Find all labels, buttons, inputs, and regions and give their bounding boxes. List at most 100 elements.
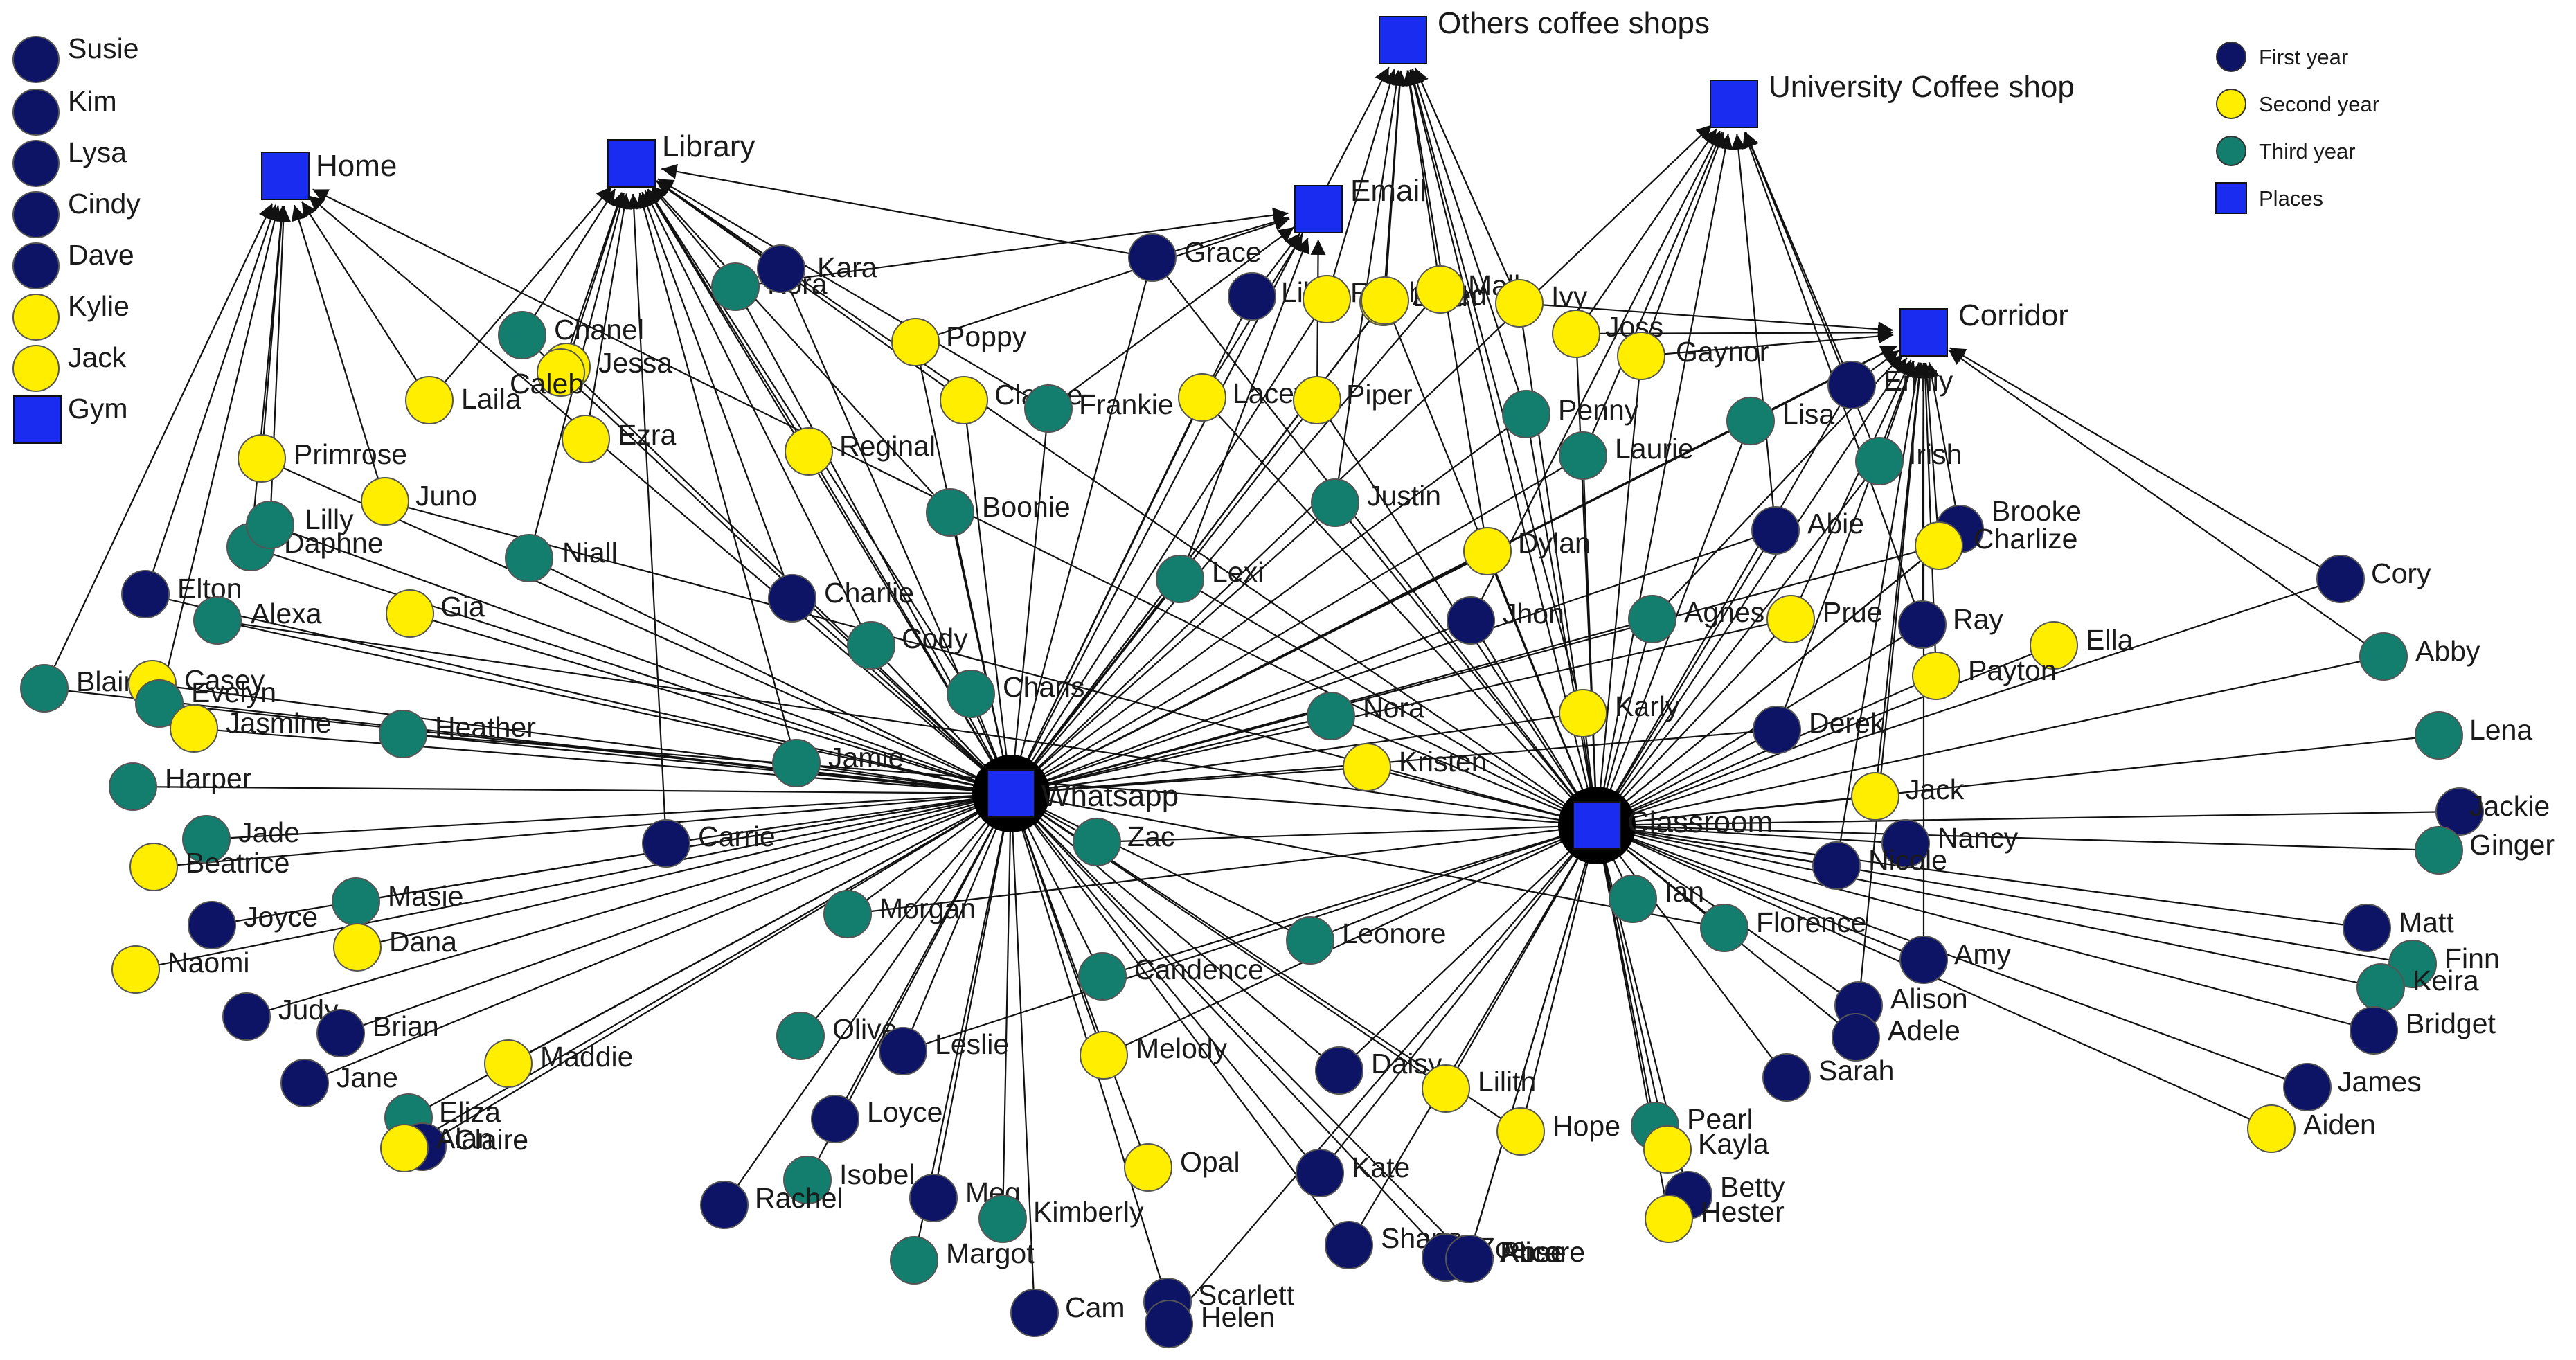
student-node[interactable]: Juno — [361, 477, 477, 526]
student-node[interactable]: Dylan — [1463, 527, 1591, 575]
student-node[interactable]: Aurore — [1445, 1235, 1585, 1283]
student-node[interactable]: Margot — [890, 1236, 1035, 1285]
student-node[interactable]: Opal — [1124, 1143, 1240, 1192]
student-node[interactable]: Abie — [1751, 506, 1864, 555]
place-node-classroom[interactable]: Classroom — [1558, 787, 1773, 864]
student-node[interactable]: Kimberly — [978, 1195, 1144, 1243]
student-node[interactable]: Caleb — [510, 348, 585, 400]
student-node[interactable]: Helen — [1145, 1300, 1275, 1348]
student-node[interactable]: Ivy — [1495, 279, 1588, 328]
student-node[interactable]: Agnes — [1628, 595, 1764, 643]
place-node-home[interactable]: Home — [261, 149, 397, 200]
student-node[interactable]: Evelyn — [135, 677, 276, 728]
student-node[interactable]: Aiden — [2247, 1104, 2376, 1153]
student-node[interactable]: Ray — [1898, 600, 2003, 649]
student-node[interactable]: Nancy — [1881, 819, 2019, 868]
student-node[interactable]: Nicole — [1812, 841, 1947, 890]
place-node-whatsapp[interactable]: Whatsapp — [972, 755, 1179, 832]
student-node[interactable]: Jade — [182, 815, 300, 864]
student-node[interactable]: Brian — [316, 1009, 439, 1057]
student-node[interactable]: Bridget — [2350, 1006, 2496, 1055]
place-node-email[interactable]: Email — [1294, 174, 1426, 233]
student-node[interactable]: Joyce — [188, 901, 318, 949]
student-node[interactable]: Jackie — [2435, 787, 2550, 836]
student-node[interactable]: Jack — [1851, 772, 1965, 821]
student-node[interactable]: Kate — [1296, 1149, 1410, 1197]
student-node[interactable]: Cory — [2316, 555, 2431, 603]
student-node[interactable]: Finn — [2388, 940, 2500, 988]
student-node[interactable]: Melody — [1080, 1031, 1228, 1080]
student-node[interactable]: Masie — [332, 877, 463, 926]
student-node[interactable]: Justin — [1311, 478, 1441, 527]
student-node[interactable]: Kristen — [1343, 743, 1487, 791]
student-node[interactable]: Beatrice — [129, 843, 289, 891]
student-node[interactable]: Jasmine — [170, 704, 332, 753]
student-node[interactable]: Chanel — [498, 311, 644, 359]
student-node[interactable]: Hester — [1645, 1195, 1785, 1243]
student-node[interactable]: Blair — [20, 664, 133, 713]
student-node[interactable]: Laila — [405, 376, 521, 424]
student-node[interactable]: Piper — [1293, 376, 1413, 424]
student-node[interactable]: Gaynor — [1617, 332, 1769, 380]
student-node[interactable]: Irish — [1855, 437, 1962, 485]
student-node[interactable]: Shana — [1325, 1221, 1463, 1269]
student-node[interactable]: Ian — [1609, 875, 1704, 923]
student-node[interactable]: Brooke — [1935, 495, 2082, 553]
student-node[interactable]: Kara — [757, 244, 877, 293]
student-node[interactable]: Sarah — [1762, 1053, 1894, 1102]
student-node[interactable]: Poppy — [891, 318, 1027, 366]
student-node[interactable]: Alexa — [193, 596, 322, 645]
student-node[interactable]: James — [2283, 1063, 2422, 1111]
student-node[interactable]: Naomi — [111, 945, 249, 994]
student-node[interactable]: Charlize — [1915, 521, 2077, 570]
student-node[interactable]: Ginger — [2415, 826, 2555, 875]
student-node[interactable]: Nora — [1307, 692, 1424, 740]
student-node[interactable]: Loyce — [811, 1095, 942, 1143]
student-node[interactable]: Maddie — [484, 1039, 633, 1088]
student-node[interactable]: Karly — [1559, 689, 1680, 737]
student-node[interactable]: Lexi — [1156, 555, 1264, 603]
student-node[interactable]: Lena — [2415, 711, 2532, 760]
student-node[interactable]: Betty — [1664, 1171, 1785, 1219]
student-node[interactable]: Charlie — [768, 574, 914, 623]
student-node[interactable]: Grace — [1128, 233, 1262, 282]
student-node[interactable]: Matt — [2343, 904, 2454, 952]
student-node[interactable]: Olive — [776, 1012, 897, 1060]
student-node[interactable]: Lacey — [1178, 373, 1309, 422]
student-node[interactable]: Adele — [1832, 1013, 1960, 1062]
student-node[interactable]: Dana — [333, 923, 457, 972]
student-node[interactable]: Daisy — [1315, 1046, 1442, 1095]
student-node[interactable]: Frankie — [1024, 384, 1174, 433]
student-node[interactable]: Rachel — [700, 1181, 843, 1229]
student-node[interactable]: Niall — [505, 534, 618, 582]
place-node-others[interactable]: Others coffee shops — [1379, 6, 1710, 64]
student-node[interactable]: Amy — [1899, 936, 2012, 984]
student-node[interactable]: Charis — [947, 670, 1084, 718]
student-node[interactable]: Heather — [379, 710, 536, 758]
student-node[interactable]: Leonore — [1286, 916, 1446, 965]
student-node[interactable]: Boonie — [926, 488, 1071, 537]
student-node[interactable]: Jhon — [1447, 596, 1564, 645]
student-node[interactable]: Hope — [1496, 1107, 1620, 1156]
student-node[interactable]: Zac — [1073, 818, 1174, 866]
student-node[interactable]: Candence — [1078, 952, 1264, 1001]
student-node[interactable]: Carrie — [642, 819, 776, 868]
student-node[interactable]: Cody — [847, 621, 968, 670]
student-node[interactable]: Lisa — [1726, 397, 1834, 445]
student-node[interactable]: Payton — [1912, 652, 2057, 700]
student-node[interactable]: Cam — [1010, 1289, 1125, 1337]
student-node[interactable]: Prue — [1766, 595, 1883, 643]
place-node-univ[interactable]: University Coffee shop — [1710, 70, 2075, 128]
student-node[interactable]: Alan — [380, 1122, 493, 1172]
student-node[interactable]: Harper — [109, 762, 251, 811]
student-node[interactable]: Florence — [1700, 904, 1867, 952]
student-node[interactable]: Keira — [2356, 963, 2479, 1012]
student-node[interactable]: Laurie — [1559, 431, 1694, 480]
student-node[interactable]: Derek — [1753, 706, 1885, 754]
student-node[interactable]: Isobel — [783, 1156, 915, 1204]
student-node[interactable]: Penny — [1502, 390, 1639, 438]
student-node[interactable]: Reginal — [785, 427, 936, 476]
place-node-corridor[interactable]: Corridor — [1899, 298, 2068, 357]
student-node[interactable]: Jane — [280, 1059, 398, 1107]
student-node[interactable]: Emily — [1827, 361, 1953, 409]
